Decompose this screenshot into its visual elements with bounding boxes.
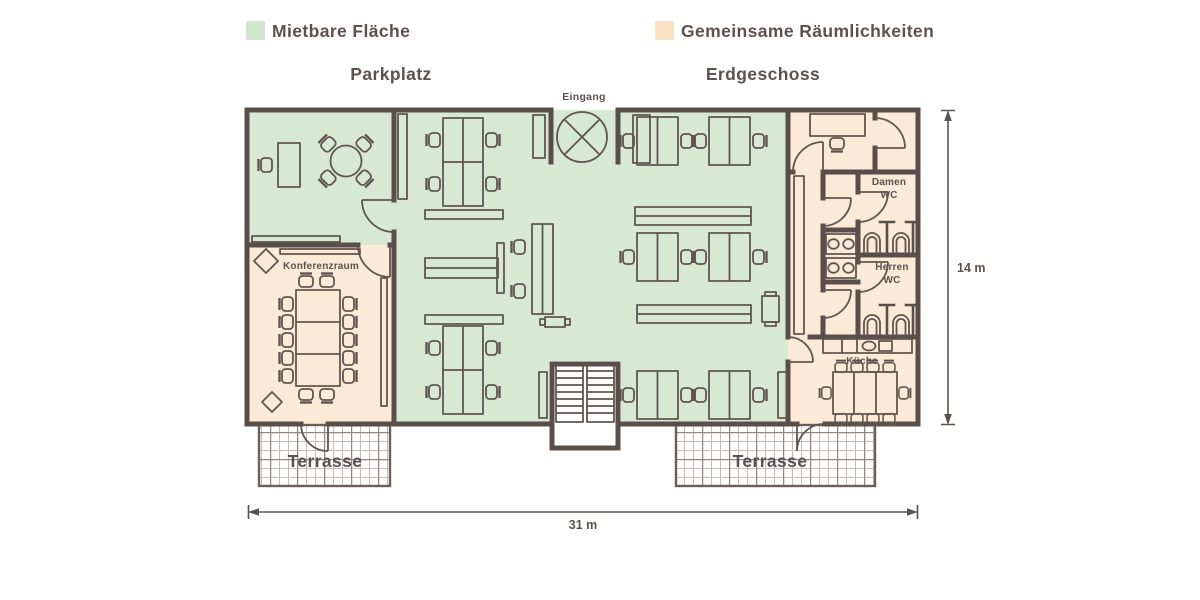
sideboard xyxy=(424,209,504,220)
plant-icon xyxy=(261,391,283,413)
conference-furniture xyxy=(253,248,388,413)
conference-room: Konferenzraum xyxy=(253,248,388,413)
walls xyxy=(244,107,921,427)
sideboard xyxy=(424,314,504,325)
terrace-right-grid xyxy=(676,425,875,486)
door-conference-terrace xyxy=(300,423,329,452)
herren-wc-label-2: WC xyxy=(883,275,900,286)
doors xyxy=(300,117,906,452)
door-storage xyxy=(874,117,906,149)
kitchen-sink-icon xyxy=(861,340,877,352)
revolving-door-icon xyxy=(556,111,608,163)
bench-end-panel xyxy=(496,242,505,294)
terrace-left: Terrasse xyxy=(257,423,392,488)
dimension-width-label: 31 m xyxy=(569,518,598,532)
office-topleft-furniture xyxy=(251,132,376,243)
door-office-topright xyxy=(792,141,824,173)
door-office-topleft xyxy=(361,199,395,233)
door-conference-north xyxy=(357,244,391,278)
legend: Mietbare Fläche Gemeinsame Räumlichkeite… xyxy=(246,21,934,41)
entrance-wall-stubs xyxy=(548,107,621,165)
sideboard-entrance-left xyxy=(532,114,546,159)
herren-wc-label-1: Herren xyxy=(875,262,908,273)
sideboard-entrance-right xyxy=(632,114,651,164)
dimension-height-label: 14 m xyxy=(957,261,986,275)
door-midroom-2 xyxy=(822,289,852,319)
heading-parkplatz: Parkplatz xyxy=(350,64,431,84)
kitchen-table xyxy=(832,371,898,415)
door-kitchen-terrace xyxy=(796,423,825,452)
door-kitchen xyxy=(787,336,814,363)
heading-erdgeschoss: Erdgeschoss xyxy=(706,64,820,84)
dimension-height: 14 m xyxy=(941,109,986,426)
door-herren-wc xyxy=(857,261,889,293)
radiator xyxy=(538,371,548,419)
terrace-right: Terrasse xyxy=(674,423,877,488)
conference-room-label: Konferenzraum xyxy=(283,261,359,272)
corridor-closet xyxy=(793,175,805,335)
terrace-left-label: Terrasse xyxy=(288,451,363,471)
legend-label-rentable: Mietbare Fläche xyxy=(272,21,410,41)
entrance xyxy=(532,107,651,165)
terrace-right-label: Terrasse xyxy=(733,451,808,471)
stairwell-walls xyxy=(549,361,621,451)
desk xyxy=(809,113,866,137)
legend-swatch-rentable xyxy=(246,21,265,40)
wc-stall-partitions xyxy=(878,220,920,337)
printer-icon xyxy=(539,316,571,328)
kitchen-label: Küche xyxy=(846,356,878,367)
door-damen-wc xyxy=(857,191,889,223)
entrance-label: Eingang xyxy=(562,91,606,103)
conference-table xyxy=(295,289,341,387)
desk xyxy=(277,142,301,188)
stove-icon xyxy=(878,340,893,352)
radiator xyxy=(777,371,788,419)
terrace-left-grid xyxy=(259,425,390,486)
small-office-furniture xyxy=(809,113,866,153)
dimension-width: 31 m xyxy=(247,505,919,532)
round-table xyxy=(329,144,363,178)
kitchen-counter xyxy=(822,338,913,354)
wall-board xyxy=(397,113,408,200)
plant-icon xyxy=(253,248,279,274)
open-office-furniture xyxy=(397,113,788,419)
door-midroom-1 xyxy=(822,197,852,227)
legend-swatch-shared xyxy=(655,21,674,40)
damen-wc-label-1: Damen xyxy=(872,177,906,188)
whiteboard xyxy=(279,248,361,255)
sideboard xyxy=(251,235,341,243)
legend-label-shared: Gemeinsame Räumlichkeiten xyxy=(681,21,934,41)
terrace-left-border xyxy=(257,423,392,488)
copier-icon xyxy=(761,291,780,327)
kitchen-furniture xyxy=(818,338,913,427)
stairwell xyxy=(549,361,621,451)
wall-board xyxy=(380,277,388,407)
shared-section: Damen WC Herren WC Küche xyxy=(793,113,913,427)
damen-wc-label-2: WC xyxy=(880,190,897,201)
